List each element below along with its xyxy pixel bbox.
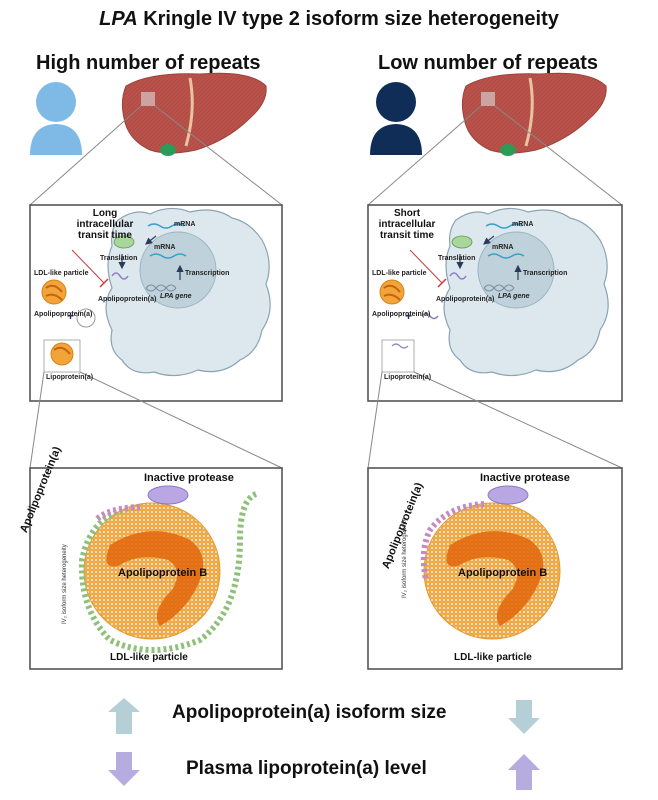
- legend-arrows: [108, 698, 540, 790]
- apolipoprotein-a-outside-label: Apolipoprotein(a): [372, 311, 431, 318]
- liver-zoom-square: [141, 92, 155, 106]
- lipoprotein-a-label: Lipoprotein(a): [46, 374, 94, 381]
- svg-text:+: +: [67, 309, 74, 323]
- mrna-top-label: mRNA: [512, 221, 534, 228]
- heterogeneity-label: IV₂ isoform size heterogeneity: [402, 518, 408, 598]
- figure-title: LPA Kringle IV type 2 isoform size heter…: [99, 8, 559, 30]
- column-header-high: High number of repeats: [36, 52, 261, 74]
- lipoprotein-a-label: Lipoprotein(a): [384, 374, 432, 381]
- ldl-like-particle-label: LDL-like particle: [110, 652, 188, 663]
- apob-band: [106, 531, 204, 626]
- heterogeneity-label: IV₂ isoform size heterogeneity: [62, 544, 68, 624]
- apolipoprotein-a-cell-label: Apolipoprotein(a): [436, 296, 495, 303]
- ldl-like-particle-label: LDL-like particle: [454, 652, 532, 663]
- inactive-protease-label: Inactive protease: [144, 472, 234, 484]
- apolipoprotein-a-cell-label: Apolipoprotein(a): [98, 296, 157, 303]
- transcription-label: Transcription: [185, 270, 230, 277]
- person-icon-light: [30, 82, 82, 155]
- mrna-top-label: mRNA: [174, 221, 196, 228]
- apolipoprotein-b-label: Apolipoprotein B: [458, 567, 548, 579]
- ldl-particle-label: LDL-like particle: [372, 270, 427, 277]
- mrna-mid-label: mRNA: [154, 244, 176, 251]
- legend-isoform-size: Apolipoprotein(a) isoform size: [172, 702, 447, 723]
- kringle-chain: [78, 491, 258, 653]
- translation-label: Translation: [438, 255, 476, 262]
- person-icon-dark: [370, 82, 422, 155]
- inactive-protease-shape: [147, 485, 189, 505]
- column-header-low: Low number of repeats: [378, 52, 599, 74]
- translation-label: Translation: [100, 255, 138, 262]
- arrow-down-purple-left: [108, 752, 140, 786]
- inactive-protease-label: Inactive protease: [480, 472, 570, 484]
- arrow-down-blue-right: [508, 700, 540, 734]
- left-column-graphics: +: [29, 72, 283, 670]
- transcription-label: Transcription: [523, 270, 568, 277]
- right-column-graphics: +: [367, 72, 623, 670]
- transit-time-label-left: Long intracellular transit time: [76, 208, 134, 241]
- arrow-up-blue-left: [108, 698, 140, 734]
- liver-icon-right: [461, 72, 607, 156]
- lpa-gene-label: LPA gene: [498, 293, 530, 300]
- transit-time-label-right: Short intracellular transit time: [378, 208, 436, 241]
- mrna-mid-label: mRNA: [492, 244, 514, 251]
- arrow-up-purple-right: [508, 754, 540, 790]
- legend-plasma-level: Plasma lipoprotein(a) level: [186, 758, 427, 779]
- apolipoprotein-b-label: Apolipoprotein B: [118, 567, 208, 579]
- liver-icon: [121, 72, 267, 156]
- lpa-gene-label: LPA gene: [160, 293, 192, 300]
- svg-text:+: +: [405, 309, 412, 323]
- apolipoprotein-a-outside-label: Apolipoprotein(a): [34, 311, 93, 318]
- ldl-particle-label: LDL-like particle: [34, 270, 89, 277]
